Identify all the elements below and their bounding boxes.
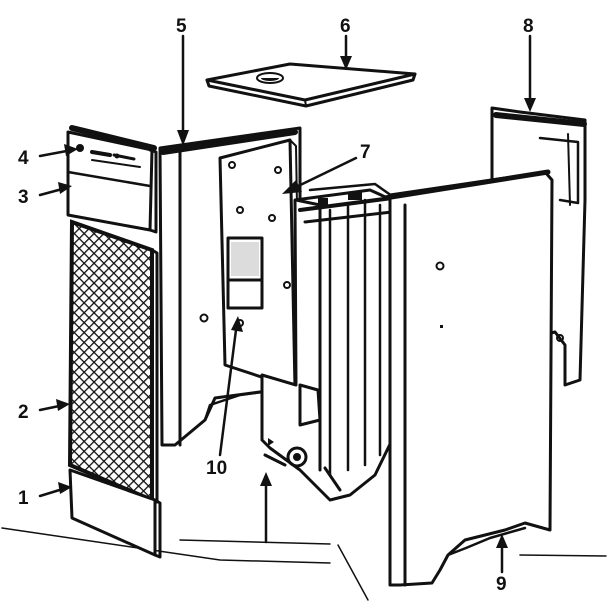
callout-10: 10: [206, 458, 227, 479]
callout-3: 3: [18, 187, 29, 208]
callout-1: 1: [18, 488, 29, 509]
part-6-top-cover: [205, 62, 417, 108]
callout-6: 6: [340, 16, 351, 37]
ground-lines: [1, 527, 607, 601]
callout-8: 8: [523, 16, 534, 37]
callout-4: 4: [18, 148, 29, 169]
callout-9: 9: [496, 574, 507, 595]
part-3-front-top-trim: [66, 125, 158, 234]
part-9-right-side-panel: [382, 169, 564, 587]
part-10-control-plate: [218, 138, 301, 390]
callout-labels: 5 6 8 7 4 3 2 1 10 9: [18, 16, 534, 595]
part-4-control-knobs: [76, 144, 141, 168]
part-2-mesh-grille: [67, 219, 159, 504]
callout-2: 2: [18, 402, 29, 423]
heater-body: [260, 182, 394, 502]
leader-lines: [38, 34, 536, 574]
callout-5: 5: [176, 16, 187, 37]
part-1-bottom-front-trim: [68, 468, 162, 559]
callout-7: 7: [360, 142, 371, 163]
